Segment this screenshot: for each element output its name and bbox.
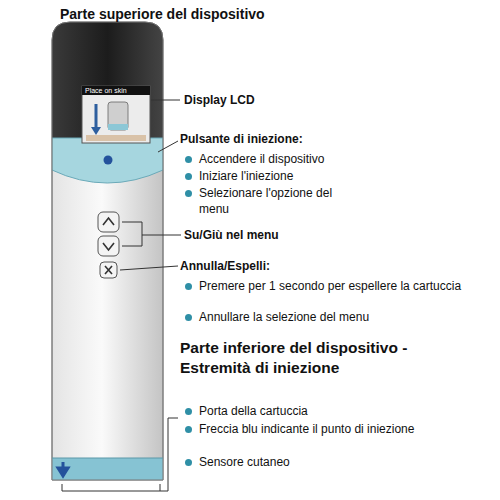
leader-lines bbox=[62, 100, 181, 491]
bullet-dot bbox=[185, 459, 192, 466]
part-label: Pulsante di iniezione: bbox=[180, 132, 430, 148]
bullet-text: Porta della cartuccia bbox=[185, 404, 500, 420]
part-label: Parte inferiore del dispositivo - Estrem… bbox=[180, 338, 480, 378]
bullet-dot bbox=[185, 408, 192, 415]
bullet-text: Accendere il dispositivo bbox=[185, 152, 359, 168]
screen-message: Place on skin bbox=[82, 86, 150, 95]
part-label: Display LCD bbox=[184, 93, 384, 109]
bullet-text: Selezionare l'opzione del menu bbox=[185, 186, 349, 217]
bullet-dot bbox=[185, 190, 192, 197]
blue-arrow bbox=[58, 462, 68, 476]
bullet-dot bbox=[185, 426, 192, 433]
part-label: Annulla/Espelli: bbox=[180, 259, 380, 275]
bullet-text: Annullare la selezione del menu bbox=[185, 310, 500, 326]
injection-button-dot bbox=[104, 156, 113, 165]
lcd-screen-picture bbox=[82, 86, 150, 143]
part-label: Su/Giù nel menu bbox=[184, 228, 384, 244]
menu-buttons bbox=[98, 212, 119, 278]
device-body bbox=[52, 22, 163, 480]
bullet-text: Premere per 1 secondo per espellere la c… bbox=[185, 279, 500, 295]
bullet-text: Freccia blu indicante il punto di iniezi… bbox=[185, 422, 500, 438]
lcd-display: Place on skin bbox=[82, 86, 150, 143]
bullet-dot bbox=[185, 173, 192, 180]
page-title: Parte superiore del dispositivo bbox=[60, 6, 265, 22]
bullet-dot bbox=[185, 156, 192, 163]
bullet-dot bbox=[185, 283, 192, 290]
bullet-text: Sensore cutaneo bbox=[185, 455, 500, 471]
bullet-text: Iniziare l'iniezione bbox=[185, 169, 359, 185]
bullet-dot bbox=[185, 314, 192, 321]
